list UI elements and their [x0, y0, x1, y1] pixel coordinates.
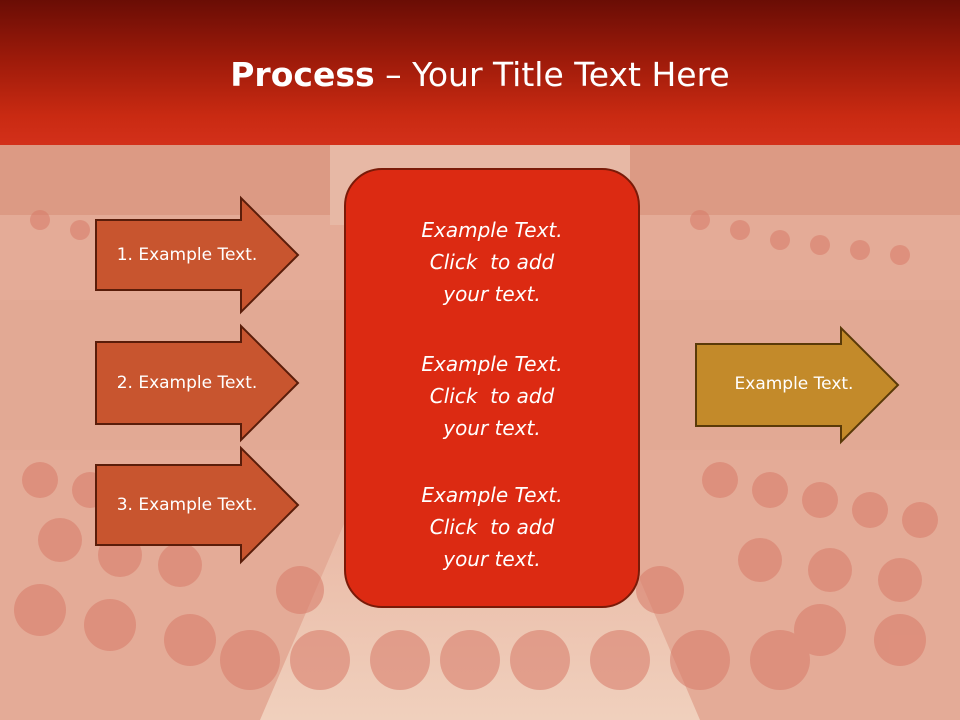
- title-bold: Process: [230, 55, 375, 94]
- step-label: 3. Example Text.: [116, 495, 258, 515]
- arrow-shape: [695, 325, 900, 445]
- arrow-shape: [95, 445, 300, 565]
- center-text-box[interactable]: Example Text. Click to add your text. Ex…: [344, 168, 640, 608]
- center-line: Click to add: [429, 515, 555, 539]
- center-line: Click to add: [429, 384, 555, 408]
- center-line: Click to add: [429, 250, 555, 274]
- center-line: your text.: [443, 282, 541, 306]
- center-line: Example Text.: [421, 483, 563, 507]
- step-label: 1. Example Text.: [116, 245, 258, 265]
- step-arrow-2[interactable]: 2. Example Text.: [95, 323, 300, 443]
- title-banner: [0, 0, 960, 145]
- center-line: your text.: [443, 416, 541, 440]
- result-arrow[interactable]: Example Text.: [695, 325, 900, 445]
- step-arrow-3[interactable]: 3. Example Text.: [95, 445, 300, 565]
- slide-title[interactable]: Process – Your Title Text Here: [0, 52, 960, 98]
- arrow-shape: [95, 323, 300, 443]
- center-line: Example Text.: [421, 352, 563, 376]
- center-block-3: Example Text. Click to add your text.: [346, 479, 638, 575]
- title-rest: – Your Title Text Here: [374, 55, 730, 94]
- center-block-1: Example Text. Click to add your text.: [346, 214, 638, 310]
- result-label: Example Text.: [734, 374, 854, 394]
- arrow-shape: [95, 195, 300, 315]
- center-block-2: Example Text. Click to add your text.: [346, 348, 638, 444]
- step-arrow-1[interactable]: 1. Example Text.: [95, 195, 300, 315]
- step-label: 2. Example Text.: [116, 373, 258, 393]
- center-line: your text.: [443, 547, 541, 571]
- center-line: Example Text.: [421, 218, 563, 242]
